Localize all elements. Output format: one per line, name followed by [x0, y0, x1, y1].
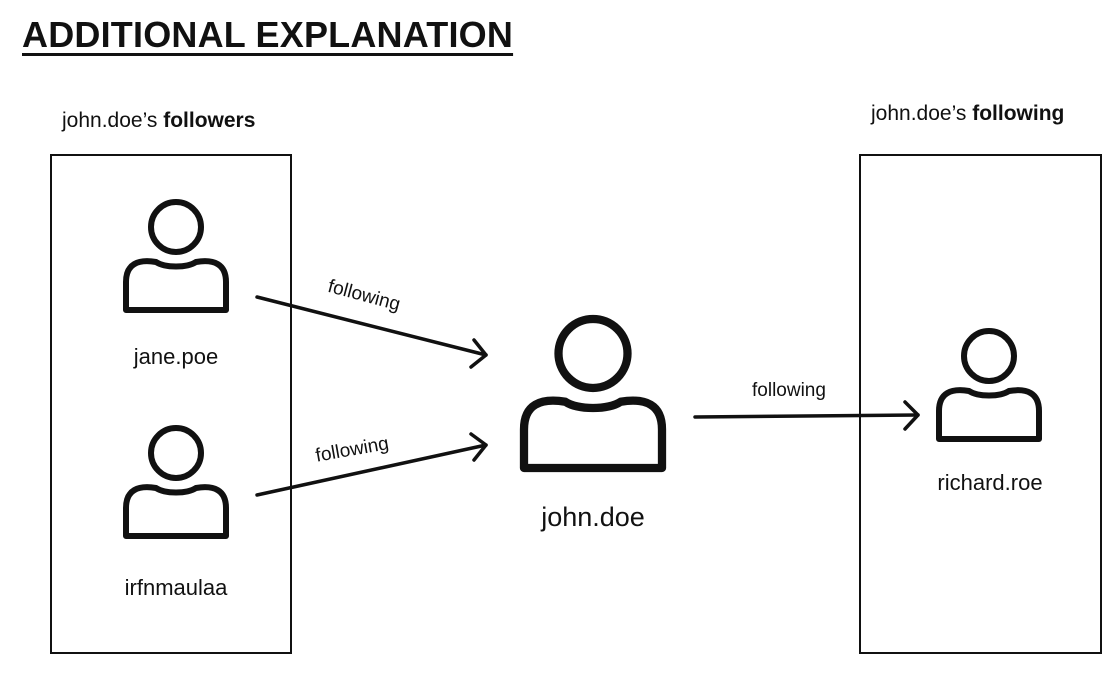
user-name-john: john.doe — [541, 502, 645, 532]
arrow-irfn-to-john — [255, 432, 488, 497]
user-name-richard: richard.roe — [937, 470, 1043, 495]
following-heading-prefix: john.doe’s — [871, 102, 973, 125]
arrow-jane-to-john — [255, 295, 488, 369]
edge-label-john-richard: following — [752, 380, 826, 401]
user-icon-irfn — [126, 428, 226, 536]
user-name-irfn: irfnmaulaa — [124, 575, 228, 600]
following-heading-bold: following — [972, 102, 1065, 125]
following-box — [859, 154, 1102, 654]
page-title: ADDITIONAL EXPLANATION — [22, 14, 514, 55]
followers-heading: john.doe’s followers — [62, 109, 255, 133]
user-icon-richard — [939, 331, 1039, 439]
followers-heading-bold: followers — [163, 109, 256, 132]
followers-box — [50, 154, 292, 654]
arrow-john-to-richard — [693, 400, 920, 431]
user-icon-john — [524, 319, 662, 468]
user-icon-jane — [126, 202, 226, 310]
user-name-jane: jane.poe — [133, 344, 219, 369]
following-heading: john.doe’s following — [871, 102, 1064, 126]
followers-heading-prefix: john.doe’s — [62, 109, 164, 132]
